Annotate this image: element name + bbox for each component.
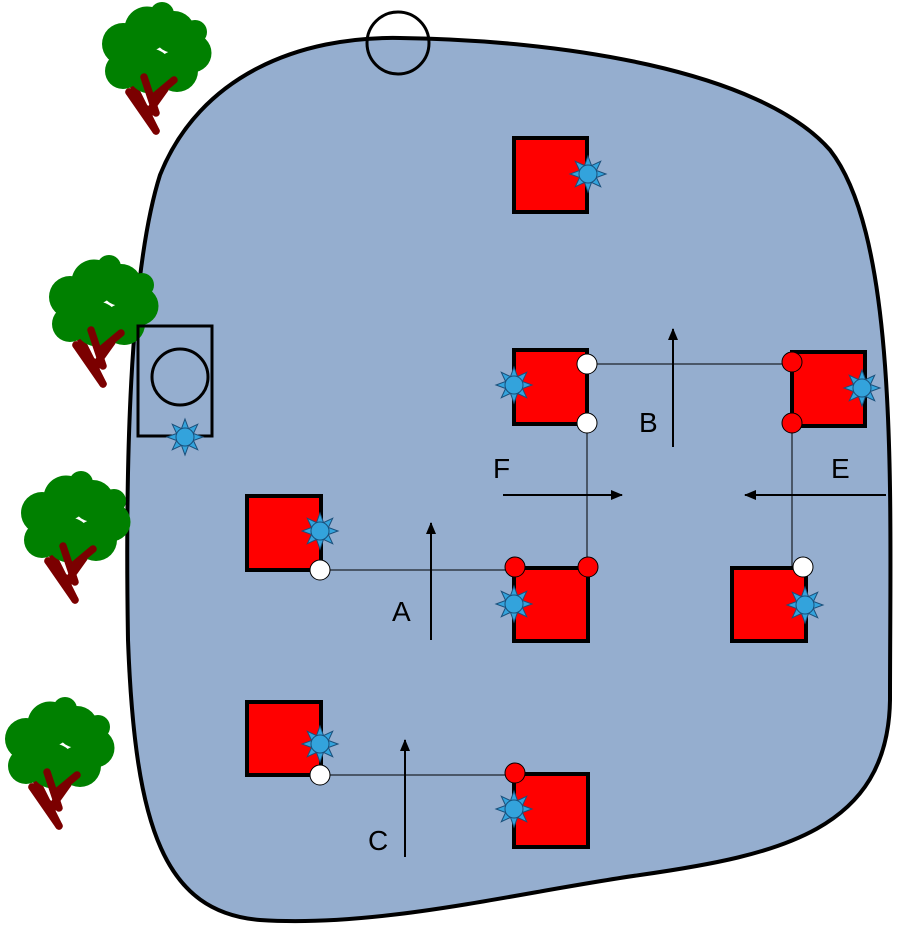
circle-node-icon bbox=[781, 412, 803, 434]
light-burst-icon bbox=[301, 512, 339, 550]
top-circle bbox=[365, 10, 431, 76]
tree-icon bbox=[21, 471, 131, 600]
red-square-icon bbox=[245, 700, 323, 777]
label-a: A bbox=[392, 596, 411, 627]
label-e: E bbox=[831, 453, 850, 484]
red-square-icon bbox=[512, 136, 589, 214]
entrance-circle bbox=[150, 347, 210, 407]
circle-node-icon bbox=[576, 353, 598, 375]
label-b: B bbox=[639, 407, 658, 438]
circle-node-icon bbox=[781, 351, 803, 373]
light-burst-icon bbox=[843, 369, 881, 407]
label-c: C bbox=[368, 825, 388, 856]
circle-node-icon bbox=[792, 556, 814, 578]
tree-icon bbox=[102, 2, 212, 131]
tree-icon bbox=[5, 697, 115, 826]
light-burst-icon bbox=[166, 418, 204, 456]
light-burst-icon bbox=[495, 366, 533, 404]
circle-node-icon bbox=[309, 764, 331, 786]
light-burst-icon bbox=[569, 155, 607, 193]
light-burst-icon bbox=[786, 586, 824, 624]
light-burst-icon bbox=[495, 585, 533, 623]
label-f: F bbox=[493, 453, 510, 484]
light-burst-icon bbox=[495, 790, 533, 828]
circle-node-icon bbox=[504, 762, 526, 784]
circle-node-icon bbox=[576, 412, 598, 434]
light-burst-icon bbox=[301, 725, 339, 763]
circle-node-icon bbox=[309, 559, 331, 581]
circle-node-icon bbox=[504, 556, 526, 578]
circle-node-icon bbox=[577, 556, 599, 578]
